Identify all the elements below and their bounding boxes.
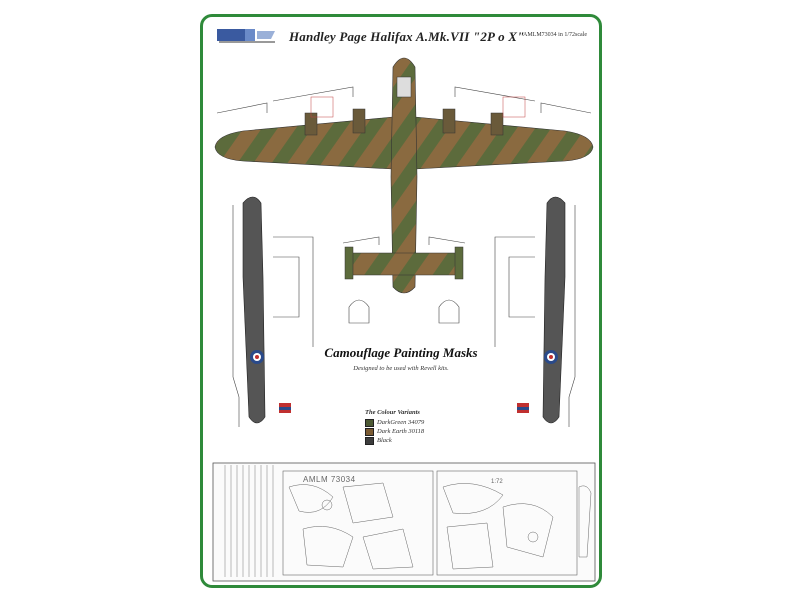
legend-item: Dark Earth 30118 [365,427,424,436]
mask-sheet-scale: 1:72 [491,479,503,485]
mask-sheet [212,462,596,582]
swatch-dark-green [365,418,374,427]
mask-sheet-code: AMLM 73034 [303,475,356,484]
right-side-view [494,196,576,427]
left-side-view [232,196,314,427]
aircraft-illustrations [212,57,596,582]
swatch-black [365,436,374,445]
legend-heading: The Colour Variants [365,409,420,416]
amlm-logo [217,29,275,43]
colour-legend: The Colour Variants DarkGreen 34079 Dark… [365,409,424,445]
legend-label: Black [377,437,392,444]
legend-item: Black [365,436,424,445]
legend-label: Dark Earth 30118 [377,428,425,435]
swatch-dark-earth [365,427,374,436]
legend-label: DarkGreen 34079 [377,419,425,426]
page-title: Handley Page Halifax A.Mk.VII "2P o X" [289,29,525,44]
compatibility-note: Designed to be used with Revell kits. [353,365,449,372]
product-code: AMLM73034 in 1/72scale [523,32,587,38]
legend-item: DarkGreen 34079 [365,418,424,427]
top-view-aircraft [214,57,594,324]
section-title: Camouflage Painting Masks [324,345,478,360]
instruction-sheet: Handley Page Halifax A.Mk.VII "2P o X" A… [200,14,602,588]
